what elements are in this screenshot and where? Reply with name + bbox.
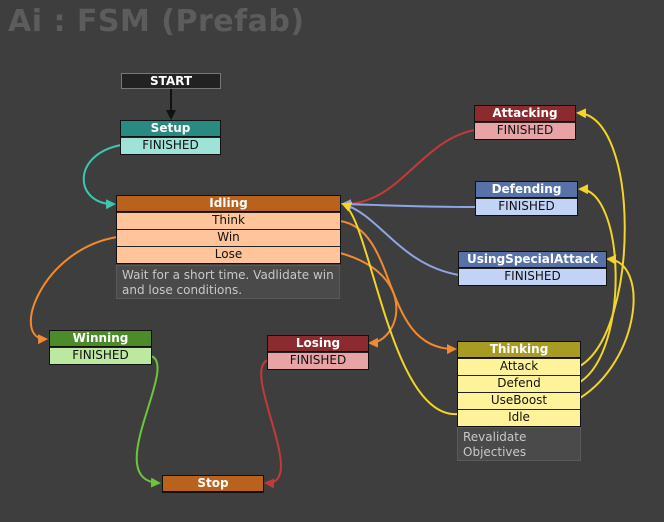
state-attacking-title: Attacking [475,106,575,122]
state-attacking-event-finished[interactable]: FINISHED [475,122,575,139]
comment-idling: Wait for a short time. Vadlidate win and… [116,265,340,299]
transition-special-idling [341,201,460,276]
state-losing-event-finished[interactable]: FINISHED [268,352,368,369]
transition-thinking-attacking [576,108,626,367]
state-losing-title: Losing [268,336,368,352]
state-thinking-title: Thinking [458,342,580,358]
state-setup[interactable]: Setup FINISHED [120,120,221,155]
state-defending-title: Defending [476,182,577,198]
state-setup-title: Setup [121,121,220,137]
state-thinking[interactable]: Thinking Attack Defend UseBoost Idle [457,341,581,427]
state-attacking[interactable]: Attacking FINISHED [474,105,576,140]
transition-thinking-defending [578,184,617,383]
state-losing[interactable]: Losing FINISHED [267,335,369,370]
state-setup-event-finished[interactable]: FINISHED [121,137,220,154]
transition-losing-stop [260,359,282,489]
transition-idling-thinking [339,220,457,355]
state-idling-event-lose[interactable]: Lose [117,246,340,263]
transition-idling-winning [29,236,118,345]
window-title: Ai : FSM (Prefab) [8,4,305,39]
state-using-special-attack[interactable]: UsingSpecialAttack FINISHED [458,251,607,286]
state-thinking-event-attack[interactable]: Attack [458,358,580,375]
start-node[interactable]: START [121,73,221,89]
state-defending-event-finished[interactable]: FINISHED [476,198,577,215]
state-using-special-attack-title: UsingSpecialAttack [459,252,606,268]
state-winning-title: Winning [50,331,151,347]
state-idling[interactable]: Idling Think Win Lose [116,195,341,264]
state-stop[interactable]: Stop [162,475,264,493]
state-winning-event-finished[interactable]: FINISHED [50,347,151,364]
transition-thinking-special [579,254,635,399]
transition-setup-idling [82,144,122,210]
transition-idling-losing [339,252,398,348]
transition-winning-stop [135,355,161,488]
state-idling-event-think[interactable]: Think [117,212,340,229]
state-stop-title: Stop [163,476,263,492]
transition-defending-idling [341,199,477,210]
state-defending[interactable]: Defending FINISHED [475,181,578,216]
state-thinking-event-useboost[interactable]: UseBoost [458,392,580,409]
state-thinking-event-defend[interactable]: Defend [458,375,580,392]
state-thinking-event-idle[interactable]: Idle [458,409,580,426]
state-winning[interactable]: Winning FINISHED [49,330,152,365]
transition-attacking-idling [341,129,476,210]
state-using-special-attack-event-finished[interactable]: FINISHED [459,268,606,285]
transition-thinking-idling [341,202,459,416]
state-idling-event-win[interactable]: Win [117,229,340,246]
state-idling-title: Idling [117,196,340,212]
comment-thinking: Revalidate Objectives [457,427,581,461]
